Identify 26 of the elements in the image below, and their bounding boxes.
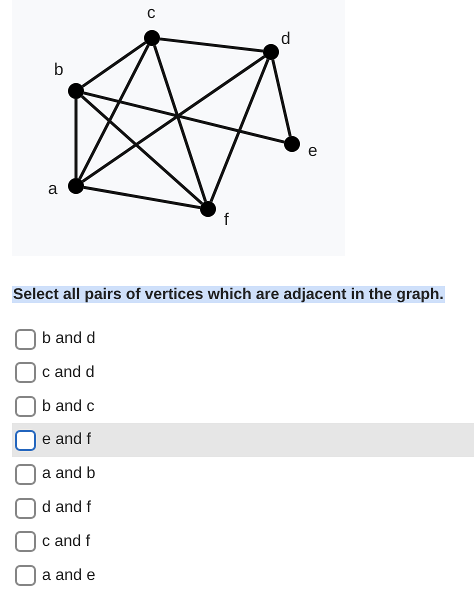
vertex-label: d: [281, 30, 290, 47]
vertex-label: f: [224, 211, 229, 228]
graph-edge: [153, 45, 207, 202]
graph-edge: [271, 59, 292, 137]
question-text: Select all pairs of vertices which are adjacent in the graph.: [12, 286, 445, 303]
graph-edge: [160, 37, 264, 53]
vertex-label: e: [308, 142, 318, 159]
graph-edge: [83, 91, 285, 144]
option-label: a and b: [42, 464, 96, 484]
option-label: e and f: [42, 430, 91, 450]
option-label: c and f: [42, 532, 90, 552]
option-label: c and d: [42, 362, 94, 383]
vertex-label: b: [54, 61, 64, 78]
graph-edge: [82, 55, 266, 183]
graph-edge: [80, 95, 204, 205]
vertex-label: a: [48, 180, 58, 197]
graph-edge: [78, 44, 150, 180]
option-label: b and d: [42, 329, 96, 349]
graph-edge: [84, 186, 200, 210]
graph-edge: [82, 41, 146, 88]
vertex-label: c: [147, 4, 156, 21]
option-label: d and f: [42, 498, 91, 518]
option-label: a and e: [42, 566, 96, 586]
option-label: b and c: [42, 396, 94, 417]
graph-edge: [74, 99, 78, 178]
graph-edge: [210, 58, 270, 202]
